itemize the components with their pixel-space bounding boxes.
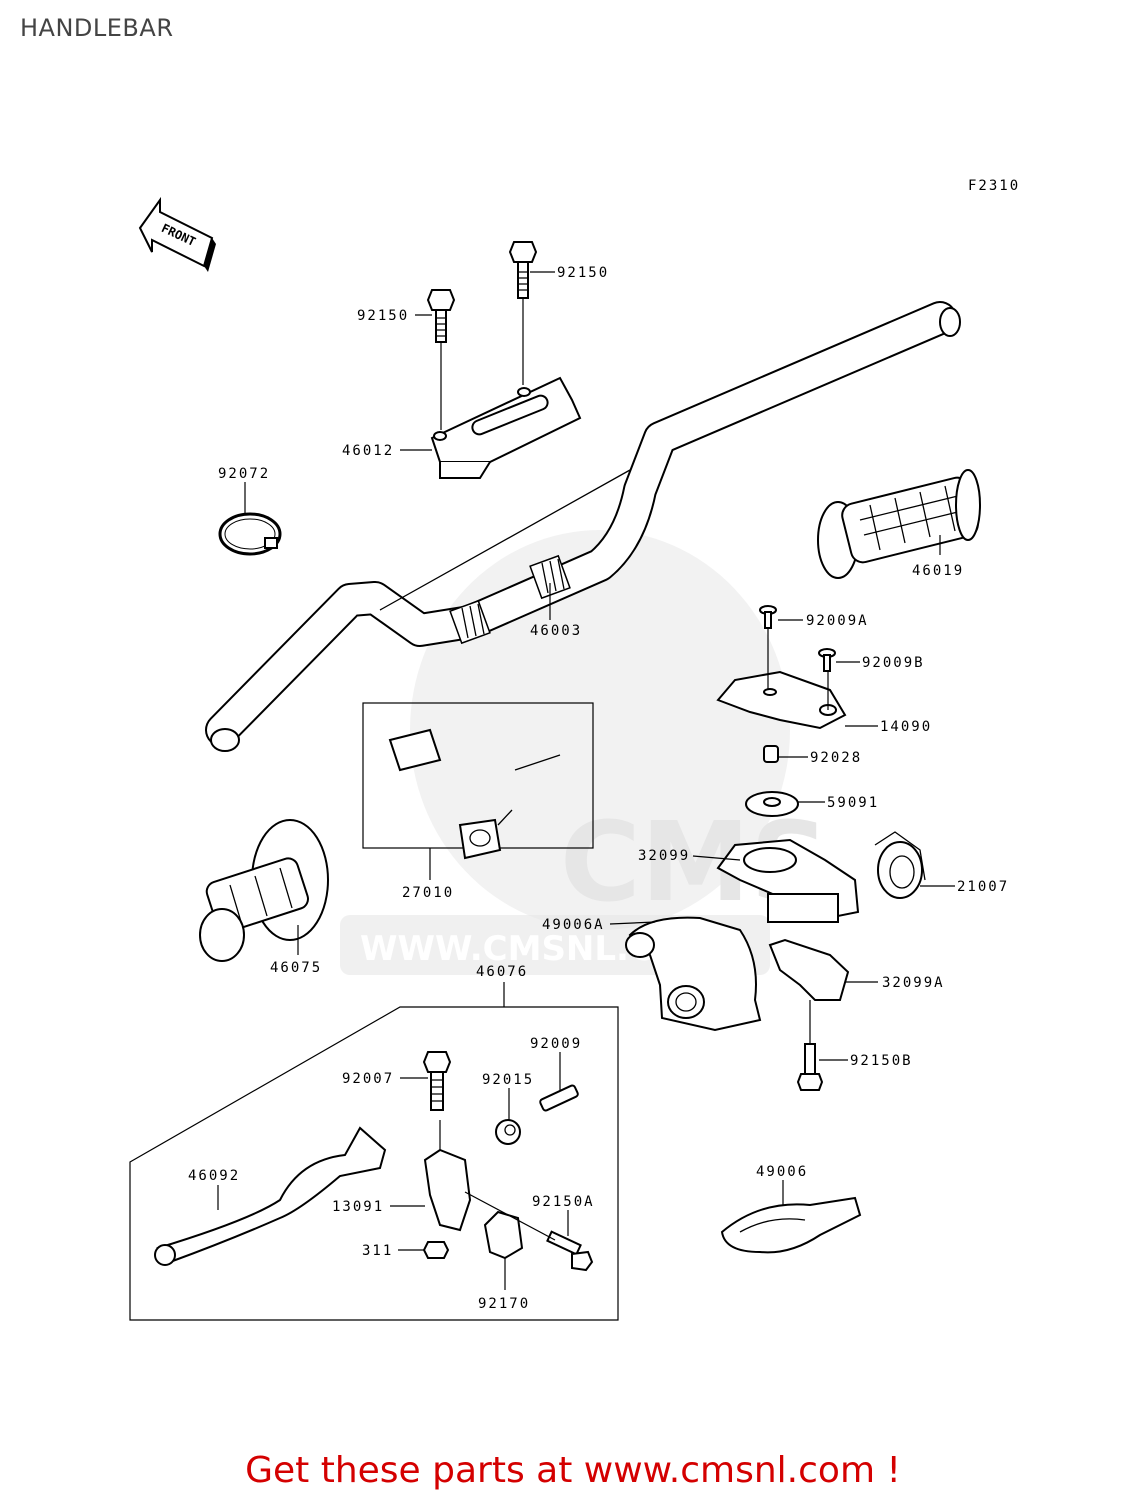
callout-92009A: 92009A bbox=[806, 613, 869, 629]
callout-92072: 92072 bbox=[218, 466, 270, 482]
lever-holder-13091 bbox=[423, 1148, 472, 1232]
adjuster-nut-92015 bbox=[495, 1119, 521, 1145]
callout-46092: 46092 bbox=[188, 1168, 240, 1184]
bolt-92150-left bbox=[426, 289, 456, 343]
callout-92170: 92170 bbox=[478, 1296, 530, 1312]
callout-21007: 21007 bbox=[957, 879, 1009, 895]
callout-32099: 32099 bbox=[638, 848, 690, 864]
callout-92009B: 92009B bbox=[862, 655, 925, 671]
leader-lines bbox=[217, 271, 955, 1290]
callout-92028: 92028 bbox=[810, 750, 862, 766]
grip-46019 bbox=[817, 469, 981, 579]
callout-92150-left: 92150 bbox=[357, 308, 409, 324]
callout-92015: 92015 bbox=[482, 1072, 534, 1088]
bolt-92007 bbox=[422, 1051, 452, 1111]
lever-assembly-46076 bbox=[129, 982, 619, 1321]
bolt-92150-right bbox=[508, 241, 538, 299]
grip-cover-49006 bbox=[720, 1196, 862, 1254]
handlebar-46003 bbox=[205, 301, 961, 752]
callout-92009: 92009 bbox=[530, 1036, 582, 1052]
watermark: CMS WWW.CMSNL.COM bbox=[340, 530, 829, 975]
callout-59091: 59091 bbox=[827, 795, 879, 811]
bolt-92150A bbox=[546, 1230, 594, 1272]
callout-13091: 13091 bbox=[332, 1199, 384, 1215]
screw-92009B bbox=[818, 648, 836, 672]
nut-311 bbox=[422, 1241, 450, 1259]
callout-46076: 46076 bbox=[476, 964, 528, 980]
clutch-lever-46092 bbox=[154, 1126, 387, 1266]
page-title: HANDLEBAR bbox=[20, 14, 174, 42]
callout-32099A: 32099A bbox=[882, 975, 945, 991]
cable-tie-92072 bbox=[218, 512, 282, 556]
throttle-grip-49006A bbox=[625, 916, 762, 1032]
callout-92007: 92007 bbox=[342, 1071, 394, 1087]
front-arrow-icon: FRONT bbox=[138, 196, 216, 272]
callout-311: 311 bbox=[362, 1243, 393, 1259]
footer-shop-link[interactable]: Get these parts at www.cmsnl.com ! bbox=[245, 1450, 901, 1491]
callout-46003: 46003 bbox=[530, 623, 582, 639]
adjuster-92009 bbox=[539, 1084, 579, 1112]
callout-46012: 46012 bbox=[342, 443, 394, 459]
callout-49006A: 49006A bbox=[542, 917, 605, 933]
screw-92009A bbox=[759, 605, 777, 629]
throttle-cover-14090 bbox=[716, 670, 847, 730]
callout-46075: 46075 bbox=[270, 960, 322, 976]
callout-labels: 92150 92150 46012 92072 46003 46019 9200… bbox=[188, 265, 1009, 1312]
figure-code: F2310 bbox=[968, 178, 1020, 194]
callout-14090: 14090 bbox=[880, 719, 932, 735]
throttle-tube-21007 bbox=[874, 831, 926, 899]
bolt-92150B bbox=[796, 1043, 824, 1091]
callout-49006: 49006 bbox=[756, 1164, 808, 1180]
callout-27010: 27010 bbox=[402, 885, 454, 901]
clamp-46012 bbox=[430, 376, 582, 479]
pulley-59091 bbox=[745, 791, 799, 817]
grip-46075 bbox=[199, 819, 329, 962]
switch-kit-27010 bbox=[362, 702, 594, 860]
callout-92150-right: 92150 bbox=[557, 265, 609, 281]
callout-92150B: 92150B bbox=[850, 1053, 913, 1069]
throttle-housing-32099 bbox=[716, 838, 860, 923]
clamp-92170 bbox=[483, 1210, 524, 1260]
callout-92150A: 92150A bbox=[532, 1194, 595, 1210]
housing-clamp-32099A bbox=[768, 938, 850, 1001]
collar-92028 bbox=[763, 745, 779, 763]
callout-46019: 46019 bbox=[912, 563, 964, 579]
